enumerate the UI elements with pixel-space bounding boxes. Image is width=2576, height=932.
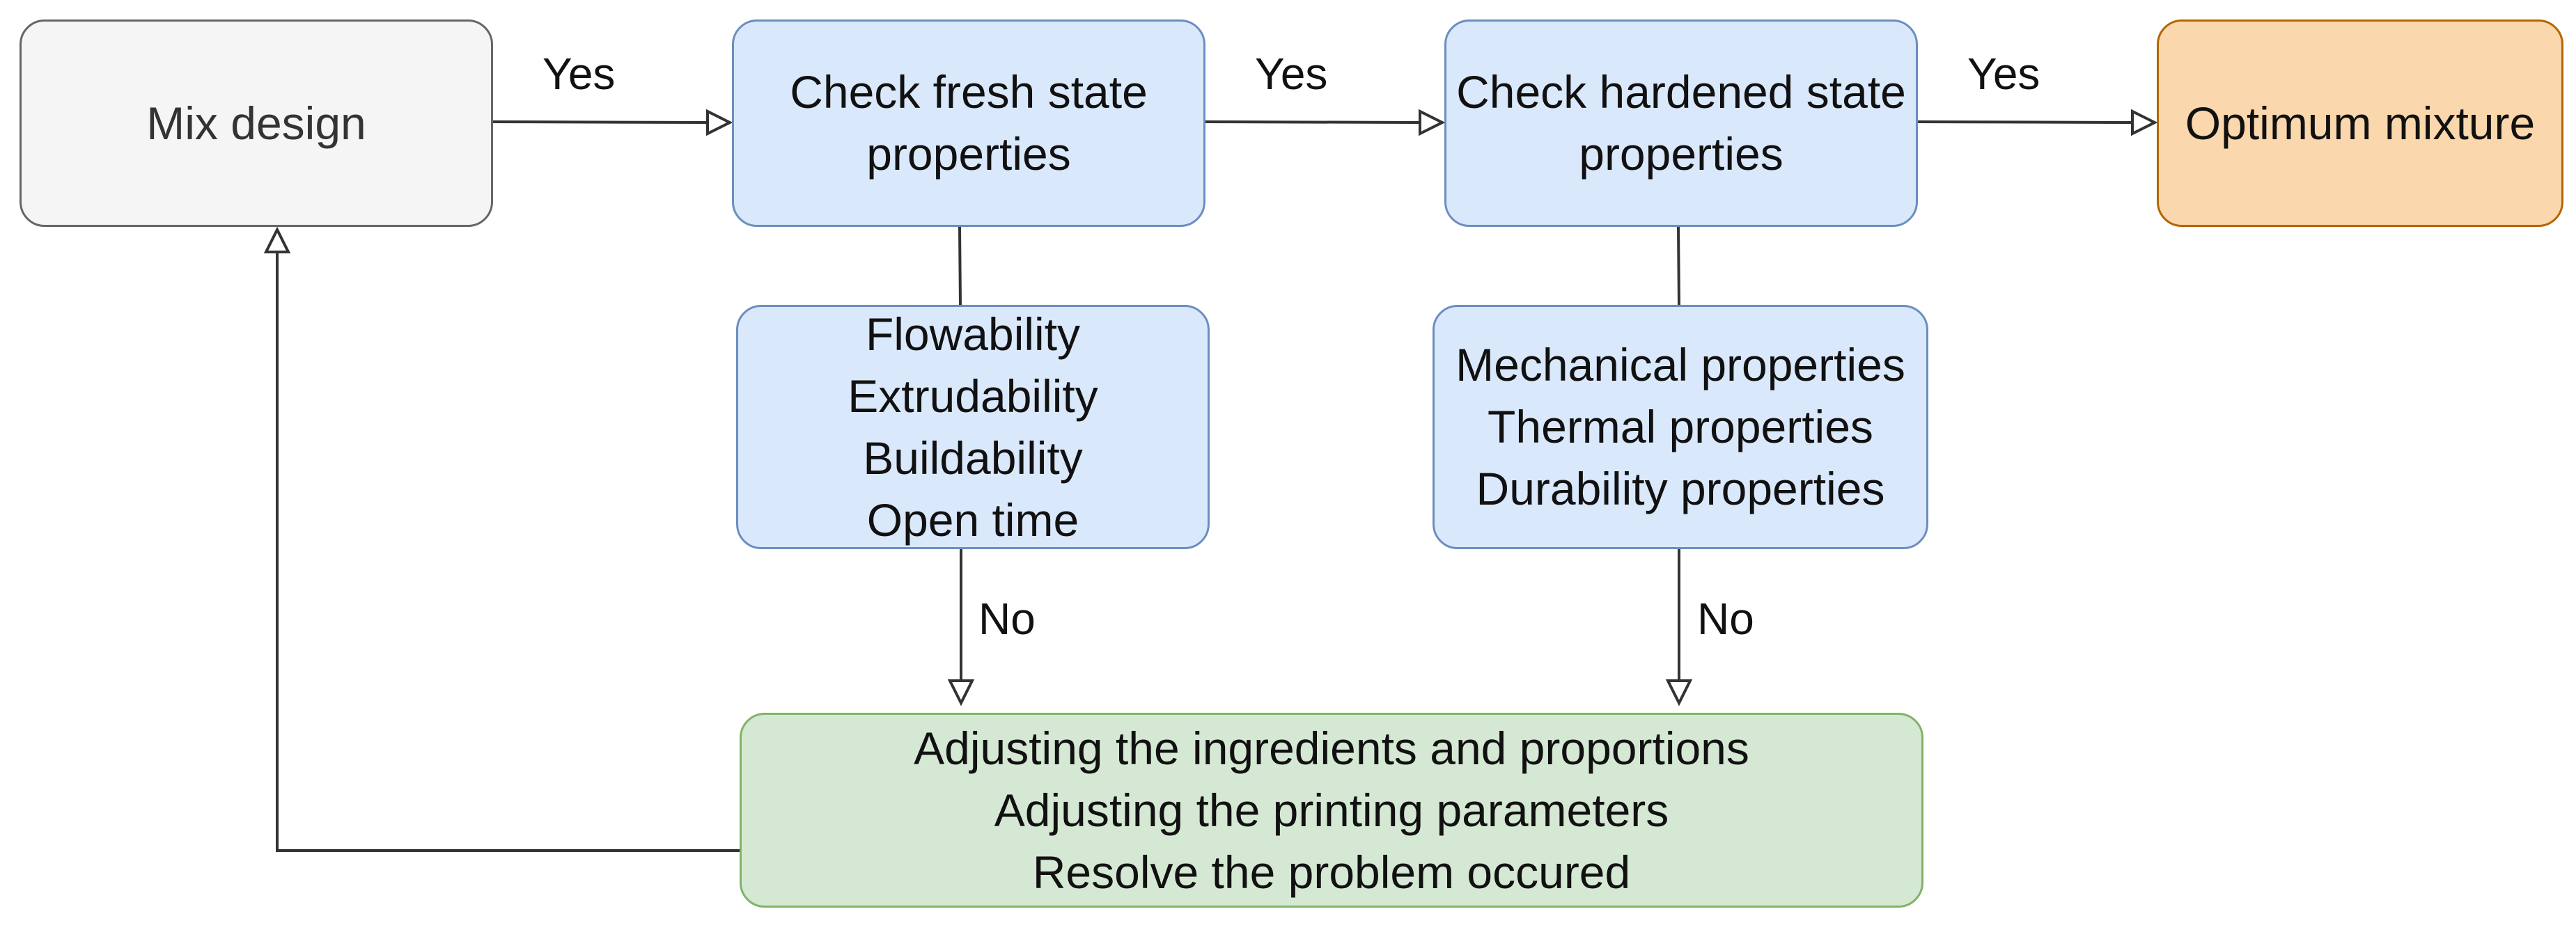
arrow-fresh-to-hardened	[1205, 109, 1446, 136]
arrow-hardened-to-optimum	[1917, 109, 2158, 136]
check-fresh-state-node: Check fresh state properties	[732, 19, 1205, 227]
mix-design-node: Mix design	[19, 19, 493, 227]
fresh-properties-node: Flowability Extrudability Buildability O…	[736, 305, 1210, 549]
fresh-prop-extrudability: Extrudability	[848, 370, 1098, 422]
adjust-line-ingredients: Adjusting the ingredients and proportion…	[914, 722, 1749, 774]
optimum-mixture-node: Optimum mixture	[2157, 19, 2563, 227]
edge-label-yes-1: Yes	[542, 49, 616, 99]
check-hardened-line-2: properties	[1579, 128, 1783, 180]
fresh-prop-flowability: Flowability	[865, 308, 1081, 360]
hardened-prop-thermal: Thermal properties	[1488, 401, 1873, 452]
check-hardened-line-1: Check hardened state	[1456, 66, 1906, 118]
optimum-mixture-label: Optimum mixture	[2185, 97, 2536, 149]
arrow-hardened-props-to-adjust	[1665, 549, 1693, 706]
edge-label-yes-2: Yes	[1255, 49, 1328, 99]
edge-label-no-2: No	[1697, 594, 1754, 644]
check-fresh-line-2: properties	[866, 128, 1071, 180]
check-fresh-line-1: Check fresh state	[790, 66, 1148, 118]
check-hardened-state-node: Check hardened state properties	[1444, 19, 1918, 227]
arrow-fresh-props-to-adjust	[947, 549, 975, 706]
adjust-node: Adjusting the ingredients and proportion…	[740, 713, 1923, 908]
arrow-adjust-to-mix	[263, 226, 740, 852]
fresh-prop-open-time: Open time	[866, 493, 1079, 546]
fresh-prop-buildability: Buildability	[863, 432, 1083, 484]
hardened-prop-mechanical: Mechanical properties	[1455, 339, 1905, 390]
connector-hardened-to-props	[1677, 226, 1680, 306]
edge-label-no-1: No	[978, 594, 1036, 644]
adjust-line-printing: Adjusting the printing parameters	[994, 784, 1669, 836]
hardened-prop-durability: Durability properties	[1476, 463, 1885, 514]
hardened-properties-node: Mechanical properties Thermal properties…	[1433, 305, 1928, 549]
edge-label-yes-3: Yes	[1967, 49, 2040, 99]
arrow-mix-to-fresh	[492, 109, 733, 136]
adjust-line-resolve: Resolve the problem occured	[1032, 846, 1631, 898]
mix-design-label: Mix design	[146, 97, 366, 149]
